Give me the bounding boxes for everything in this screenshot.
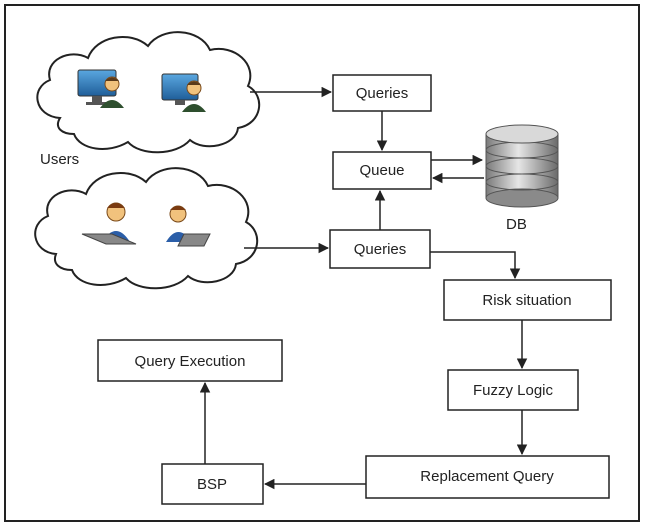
node-queue: Queue <box>332 151 432 190</box>
svg-text:Queries: Queries <box>356 85 409 102</box>
node-query-execution: Query Execution <box>97 339 283 382</box>
node-fuzzy-logic: Fuzzy Logic <box>447 369 579 411</box>
user-laptop-icon <box>166 205 211 247</box>
svg-text:Risk situation: Risk situation <box>482 292 571 309</box>
users-cloud-top <box>36 31 261 154</box>
svg-text:Queries: Queries <box>354 241 407 258</box>
users-cloud-bottom <box>34 167 259 290</box>
node-bsp: BSP <box>161 463 264 505</box>
users-label: Users <box>40 151 79 168</box>
user-laptop-icon <box>81 202 137 245</box>
svg-text:Query Execution: Query Execution <box>135 353 246 370</box>
node-risk-situation: Risk situation <box>443 279 612 321</box>
svg-text:Replacement Query: Replacement Query <box>420 468 554 485</box>
node-queries-bottom: Queries <box>329 229 431 269</box>
connectors <box>199 86 528 490</box>
user-desktop-icon <box>77 69 124 108</box>
svg-text:BSP: BSP <box>197 476 227 493</box>
svg-text:Queue: Queue <box>359 162 404 179</box>
database-icon <box>485 124 559 208</box>
arrow-queries-to-risk <box>430 251 521 280</box>
user-desktop-icon <box>161 73 206 112</box>
svg-text:Fuzzy Logic: Fuzzy Logic <box>473 382 554 399</box>
node-queries-top: Queries <box>332 74 432 112</box>
node-replacement-query: Replacement Query <box>365 455 610 499</box>
db-label: DB <box>506 216 527 233</box>
